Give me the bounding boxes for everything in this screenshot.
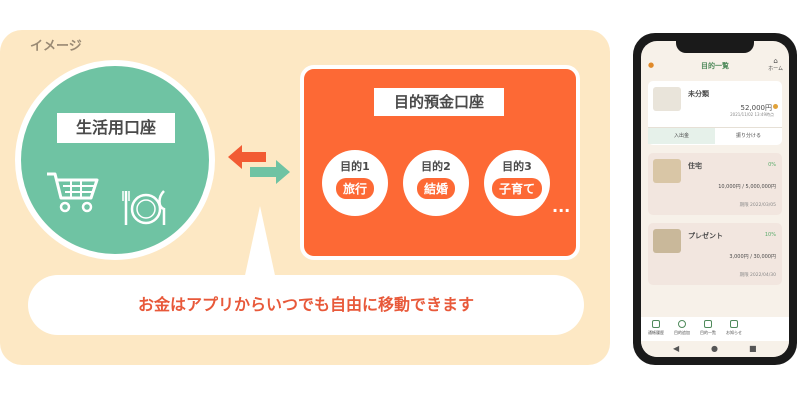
card-name: 未分類 [688,90,709,98]
goal-name: 子育て [491,178,542,199]
info-dot-icon [773,104,778,109]
goal-percent: 0% [768,162,776,168]
allocate-button[interactable]: 振り分ける [735,133,761,139]
phone-notch [676,41,754,53]
goal-card[interactable]: 住宅 0% 10,000円 / 5,000,000円 期限 2022/03/05 [648,153,782,215]
tab-goal-list[interactable]: 目的一覧 [695,320,721,336]
unallocated-card[interactable]: 未分類 52,000円 2021/11/02 13:49時点 入出金 振り分ける [648,81,782,145]
tab-add-goal[interactable]: 目的追加 [669,320,695,336]
arrow-right-icon [250,160,290,184]
home-icon: ⌂ [773,57,778,65]
shopping-cart-icon [47,172,99,213]
goal-account-label: 目的預金口座 [374,88,504,116]
goal-circle: 目的3 子育て [484,150,550,216]
goal-amount: 3,000円 / 30,000円 [729,254,776,260]
goal-name: 結婚 [416,178,455,199]
card-actions: 入出金 振り分ける [648,127,782,144]
passbook-icon [652,320,660,328]
tab-history[interactable]: 通帳履歴 [643,320,669,336]
goal-label: 目的3 [502,160,532,173]
home-button[interactable]: ⌂ ホーム [768,57,783,72]
goal-circle: 目的1 旅行 [322,150,388,216]
page-title: 目的一覧 [701,62,729,70]
plate-cutlery-icon [122,190,166,225]
phone-screen: ● 目的一覧 ⌂ ホーム 未分類 52,000円 2021/11/02 13:4… [641,41,789,357]
card-timestamp: 2021/11/02 13:49時点 [730,112,774,117]
goal-label: 目的2 [421,160,451,173]
back-icon[interactable]: ● [648,61,655,69]
goal-name: 旅行 [335,178,374,199]
image-tag: イメージ [30,39,82,54]
card-amount: 52,000円 [740,104,773,112]
nav-recent-button[interactable]: ■ [749,344,757,353]
arrow-left-icon [228,145,266,169]
android-nav-bar: ◀ ● ■ [641,341,789,357]
living-account-label: 生活用口座 [57,113,175,143]
goal-deadline: 期限 2022/03/05 [739,203,776,208]
tab-notices[interactable]: お知らせ [721,320,747,336]
bottom-tab-bar: 通帳履歴 目的追加 目的一覧 お知らせ [641,317,789,341]
nav-back-button[interactable]: ◀ [673,344,680,353]
living-account-circle [15,60,215,260]
hand-coin-icon [653,87,681,111]
goal-circle: 目的2 結婚 [403,150,469,216]
speech-bubble-tail [244,206,276,280]
deposit-button[interactable]: 入出金 [648,128,715,144]
plus-icon [678,320,686,328]
home-label: ホーム [768,66,783,72]
goal-label: 目的1 [340,160,370,173]
more-goals-ellipsis: ... [552,197,571,216]
message-bubble: お金はアプリからいつでも自由に移動できます [28,275,584,335]
goal-amount: 10,000円 / 5,000,000円 [718,184,776,190]
app-header: ● 目的一覧 ⌂ ホーム [641,55,789,77]
card-name: プレゼント [688,232,723,240]
card-name: 住宅 [688,162,702,170]
bell-icon [730,320,738,328]
nav-home-button[interactable]: ● [711,344,718,353]
list-icon [704,320,712,328]
goal-card[interactable]: プレゼント 10% 3,000円 / 30,000円 期限 2022/04/30 [648,223,782,285]
goal-deadline: 期限 2022/04/30 [739,273,776,278]
house-image [653,159,681,183]
gift-image [653,229,681,253]
goal-percent: 10% [764,232,776,238]
